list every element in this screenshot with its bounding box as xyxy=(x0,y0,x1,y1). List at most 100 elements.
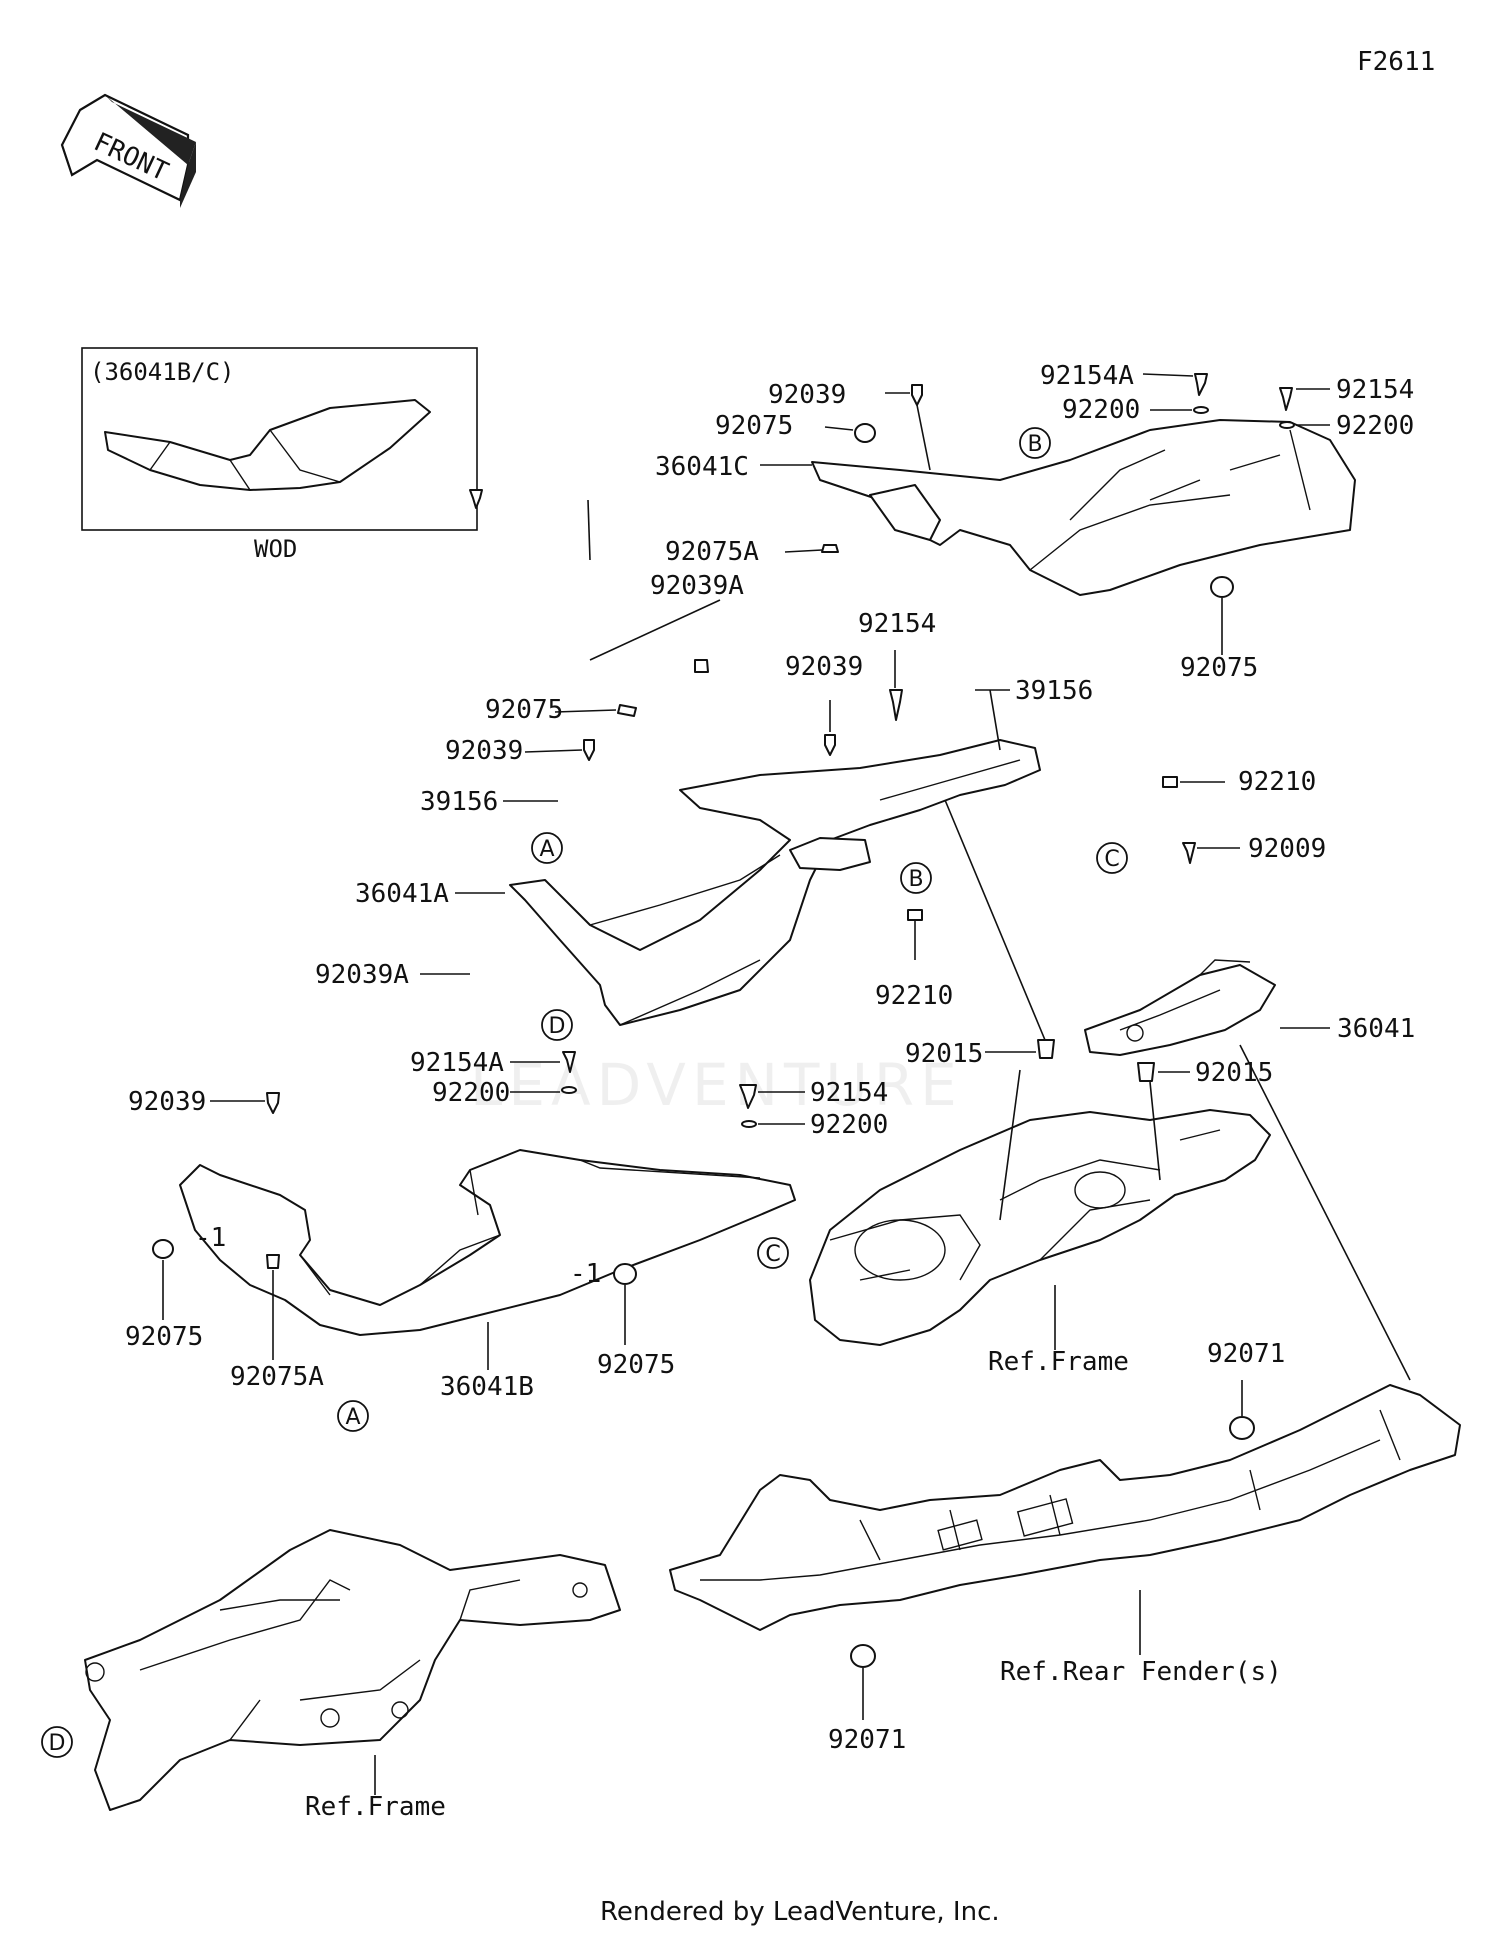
clip-92039-left xyxy=(583,739,595,761)
side-cover-36041b xyxy=(179,1149,796,1336)
grommet-92075-right xyxy=(1210,576,1234,598)
bolt-92039a-left xyxy=(469,489,483,509)
ref-frame-mid: Ref.Frame xyxy=(988,1347,1129,1377)
grommet-92071-bottom xyxy=(850,1644,876,1668)
callout-d-bottom xyxy=(41,1726,73,1758)
label-92075-c: 92075 xyxy=(485,695,563,725)
callout-d-bottom-text: D xyxy=(49,1731,66,1756)
callout-c-right-text: C xyxy=(1104,847,1119,872)
label-36041: 36041 xyxy=(1337,1014,1415,1044)
label-39156-b: 39156 xyxy=(420,787,498,817)
label-92039-b: 92039 xyxy=(785,652,863,682)
label-92071-a: 92071 xyxy=(1207,1339,1285,1369)
grommet-92075-top xyxy=(854,423,876,443)
label-92210-b: 92210 xyxy=(875,981,953,1011)
callouts: B B A A C C D D xyxy=(41,427,1128,1758)
callout-a-top-text: A xyxy=(539,837,554,862)
clip-92039-low xyxy=(266,1092,280,1114)
label-92154a-b: 92154A xyxy=(410,1048,504,1078)
washer-92200-mid xyxy=(561,1086,577,1094)
bolt-92154-top xyxy=(1279,387,1293,411)
callout-d-mid-text: D xyxy=(549,1014,566,1039)
label-92071-b: 92071 xyxy=(828,1725,906,1755)
leader-lines xyxy=(162,373,1411,1795)
callout-a-top xyxy=(531,832,563,864)
label-92009: 92009 xyxy=(1248,834,1326,864)
bolt-92154a-top xyxy=(1194,373,1208,396)
callout-b-mid xyxy=(900,862,932,894)
callout-b-top xyxy=(1019,427,1051,459)
label-92154-a: 92154 xyxy=(1336,375,1414,405)
tail-cover-36041a xyxy=(509,739,1041,1026)
grommet-92075-left xyxy=(152,1239,174,1259)
hardware xyxy=(152,373,1295,1668)
label-92015-b: 92015 xyxy=(1195,1058,1273,1088)
label-92154-c: 92154 xyxy=(810,1078,888,1108)
label-92075-d: 92075 xyxy=(125,1322,203,1352)
label-92039a-b: 92039A xyxy=(315,960,409,990)
callout-d-mid xyxy=(541,1009,573,1041)
washer-92200-low xyxy=(741,1120,757,1128)
label-92154-b: 92154 xyxy=(858,609,936,639)
label-92154a-a: 92154A xyxy=(1040,361,1134,391)
screw-92075a-low xyxy=(266,1254,280,1269)
figure-code: F2611 xyxy=(1357,47,1435,77)
callout-c-right xyxy=(1096,842,1128,874)
ref-frame-bottom: Ref.Frame xyxy=(305,1792,446,1822)
collar-92015-a xyxy=(1037,1039,1055,1059)
inset-caption: WOD xyxy=(254,535,297,563)
grommet-92071-top xyxy=(1229,1416,1255,1440)
callout-a-bottom xyxy=(337,1400,369,1432)
collar-92015-b xyxy=(1137,1062,1155,1082)
callout-b-mid-text: B xyxy=(908,867,923,892)
wod-inset: (36041B/C) WOD xyxy=(81,347,478,563)
label-92039-c: 92039 xyxy=(445,736,523,766)
label-92075a-a: 92075A xyxy=(665,537,759,567)
label-92075-e: 92075 xyxy=(597,1350,675,1380)
label-92015-a: 92015 xyxy=(905,1039,983,1069)
frame-bottom xyxy=(84,1529,621,1811)
clip-92039-top xyxy=(911,384,923,406)
side-cover-36041 xyxy=(1084,959,1276,1056)
label-92075a-b: 92075A xyxy=(230,1362,324,1392)
nut-92210-mid xyxy=(907,909,923,921)
label-92039-d: 92039 xyxy=(128,1087,206,1117)
callout-c-low-text: C xyxy=(765,1242,780,1267)
label-92200-c: 92200 xyxy=(432,1078,510,1108)
inset-part-ref: (36041B/C) xyxy=(90,358,235,386)
callout-c-low xyxy=(757,1237,789,1269)
bolt-92154a-mid xyxy=(562,1051,576,1073)
label-92200-a: 92200 xyxy=(1062,395,1140,425)
label-39156-a: 39156 xyxy=(1015,676,1093,706)
grommet-92075-low xyxy=(613,1263,637,1285)
label-92039-a: 92039 xyxy=(768,380,846,410)
washer-92200-top xyxy=(1193,406,1209,414)
bolt-92154-mid xyxy=(889,689,903,721)
rear-fender xyxy=(669,1384,1461,1631)
washer-92200-right xyxy=(1279,421,1295,429)
label-36041a: 36041A xyxy=(355,879,449,909)
part-labels: 92039 92075 36041C 92075A 92039A 92154A … xyxy=(125,361,1415,1755)
footer-credit: Rendered by LeadVenture, Inc. xyxy=(600,1897,1000,1927)
label-92200-b: 92200 xyxy=(1336,411,1414,441)
mark-1-left: -1 xyxy=(195,1223,226,1253)
label-92075-a: 92075 xyxy=(715,411,793,441)
bolt-92009 xyxy=(1182,842,1196,864)
front-arrow: FRONT xyxy=(60,93,196,208)
ref-rear-fender: Ref.Rear Fender(s) xyxy=(1000,1657,1282,1687)
grommet-92075-mid xyxy=(617,704,637,717)
bolt-92154-low xyxy=(739,1084,757,1109)
label-36041c: 36041C xyxy=(655,452,749,482)
seat-cover-36041c xyxy=(811,419,1356,596)
callout-b-top-text: B xyxy=(1027,432,1042,457)
bolt-92039a xyxy=(694,659,709,673)
label-92210-a: 92210 xyxy=(1238,767,1316,797)
label-92039a-a: 92039A xyxy=(650,571,744,601)
callout-a-bottom-text: A xyxy=(345,1405,360,1430)
mark-1-mid: -1 xyxy=(570,1259,601,1289)
clip-92039-mid xyxy=(824,734,836,756)
label-92200-d: 92200 xyxy=(810,1110,888,1140)
label-92075-b: 92075 xyxy=(1180,653,1258,683)
frame-mid xyxy=(809,1109,1271,1346)
